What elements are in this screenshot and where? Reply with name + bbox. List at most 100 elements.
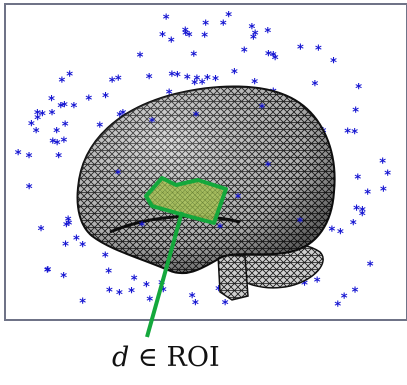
- sensor-marker-icon: *: [204, 73, 211, 88]
- sensor-marker-icon: *: [39, 109, 46, 124]
- sensor-marker-icon: *: [115, 74, 122, 89]
- sensor-marker-icon: *: [184, 72, 191, 87]
- sensor-marker-icon: *: [57, 101, 64, 116]
- sensor-marker-icon: *: [139, 219, 146, 233]
- sensor-marker-icon: *: [73, 233, 80, 248]
- sensor-marker-icon: *: [65, 219, 72, 234]
- sensor-marker-icon: *: [301, 279, 308, 294]
- sensor-marker-icon: *: [54, 138, 61, 153]
- sensor-marker-icon: *: [44, 266, 51, 281]
- sensor-marker-icon: *: [311, 79, 318, 94]
- sensor-marker-icon: *: [60, 271, 67, 286]
- caption-variable: d: [112, 342, 130, 373]
- sensor-marker-icon: *: [102, 91, 109, 106]
- sensor-marker-icon: *: [201, 31, 208, 46]
- sensor-marker-icon: *: [26, 151, 33, 166]
- sensor-marker-icon: *: [265, 159, 272, 173]
- sensor-marker-icon: *: [315, 44, 322, 59]
- sensor-marker-icon: *: [34, 113, 41, 128]
- sensor-marker-icon: *: [252, 29, 259, 44]
- sensor-marker-icon: *: [146, 294, 153, 309]
- sensor-marker-icon: *: [215, 284, 222, 299]
- sensor-marker-icon: *: [160, 285, 167, 300]
- sensor-marker-icon: *: [341, 292, 348, 307]
- sensor-marker-icon: *: [364, 188, 371, 203]
- sensor-marker-icon: *: [193, 109, 200, 123]
- sensor-marker-icon: *: [85, 94, 92, 109]
- sensor-marker-icon: *: [102, 251, 109, 266]
- sensor-marker-icon: *: [131, 274, 138, 289]
- sensor-marker-icon: *: [137, 51, 144, 66]
- sensor-marker-icon: *: [33, 126, 40, 141]
- sensor-marker-icon: *: [168, 36, 175, 51]
- sensor-marker-icon: *: [28, 119, 35, 134]
- sensor-marker-icon: *: [49, 108, 56, 123]
- sensor-marker-icon: *: [199, 78, 206, 93]
- sensor-marker-icon: *: [259, 101, 266, 115]
- sensor-marker-icon: *: [26, 182, 33, 197]
- sensor-marker-icon: *: [212, 74, 219, 89]
- sensor-marker-icon: *: [297, 215, 304, 229]
- sensor-marker-icon: *: [163, 13, 170, 28]
- roi-patch-icon: [144, 176, 228, 225]
- sensor-marker-icon: *: [222, 298, 229, 313]
- sensor-marker-icon: *: [53, 126, 60, 141]
- sensor-marker-icon: *: [115, 167, 122, 181]
- sensor-marker-icon: *: [159, 30, 166, 45]
- sensor-marker-icon: *: [143, 280, 150, 295]
- sensor-marker-icon: *: [265, 49, 272, 64]
- sensor-marker-icon: *: [355, 82, 362, 97]
- sensor-marker-icon: *: [174, 70, 181, 85]
- sensor-marker-icon: *: [182, 26, 189, 41]
- roi-pointer-line: [145, 211, 184, 338]
- sensor-marker-icon: *: [359, 205, 366, 220]
- sensor-marker-icon: *: [367, 259, 374, 274]
- brainstem: [217, 254, 249, 301]
- sensor-marker-icon: *: [352, 106, 359, 121]
- sensor-marker-icon: *: [146, 72, 153, 87]
- sensor-marker-icon: *: [384, 168, 391, 183]
- sensor-marker-icon: *: [353, 203, 360, 218]
- sensor-marker-icon: *: [34, 108, 41, 123]
- sensor-marker-icon: *: [202, 19, 209, 34]
- caption-relation: ∈: [137, 342, 158, 373]
- sensor-marker-icon: *: [116, 288, 123, 303]
- sensor-marker-icon: *: [192, 298, 199, 313]
- sensor-marker-icon: *: [66, 70, 73, 85]
- sensor-marker-icon: *: [225, 10, 232, 25]
- sensor-marker-icon: *: [334, 300, 341, 315]
- sensor-marker-icon: *: [248, 22, 255, 37]
- sensor-marker-icon: *: [241, 46, 248, 61]
- sensor-marker-icon: *: [15, 148, 22, 163]
- sensor-marker-icon: *: [65, 214, 72, 229]
- sensor-marker-icon: *: [106, 286, 113, 301]
- sensor-marker-icon: *: [250, 33, 257, 48]
- caption-region: ROI: [166, 342, 220, 373]
- sensor-marker-icon: *: [60, 135, 67, 150]
- sensor-marker-icon: *: [350, 218, 357, 233]
- sensor-marker-icon: *: [270, 50, 277, 65]
- sensor-marker-icon: *: [44, 265, 51, 280]
- sensor-marker-icon: *: [70, 101, 77, 116]
- brain-mesh-icon: [76, 85, 336, 301]
- sensor-marker-icon: *: [48, 94, 55, 109]
- sensor-marker-icon: *: [351, 127, 358, 142]
- sensor-marker-icon: *: [220, 19, 227, 34]
- temporal-fold: [109, 214, 241, 234]
- sensor-marker-icon: *: [189, 291, 196, 306]
- sensor-marker-icon: *: [379, 156, 386, 171]
- sensor-marker-icon: *: [352, 286, 359, 301]
- sensor-marker-icon: *: [96, 120, 103, 135]
- sensor-marker-icon: *: [58, 76, 65, 91]
- sensor-marker-icon: *: [344, 126, 351, 141]
- sensor-marker-icon: *: [328, 225, 335, 240]
- sensor-marker-icon: *: [193, 73, 200, 88]
- sensor-marker-icon: *: [63, 220, 70, 235]
- sensor-marker-icon: *: [61, 100, 68, 115]
- sensor-marker-icon: *: [337, 227, 344, 242]
- sensor-marker-icon: *: [314, 276, 321, 291]
- sensor-marker-icon: *: [359, 209, 366, 224]
- sensor-marker-icon: *: [251, 77, 258, 92]
- sensor-marker-icon: *: [191, 78, 198, 93]
